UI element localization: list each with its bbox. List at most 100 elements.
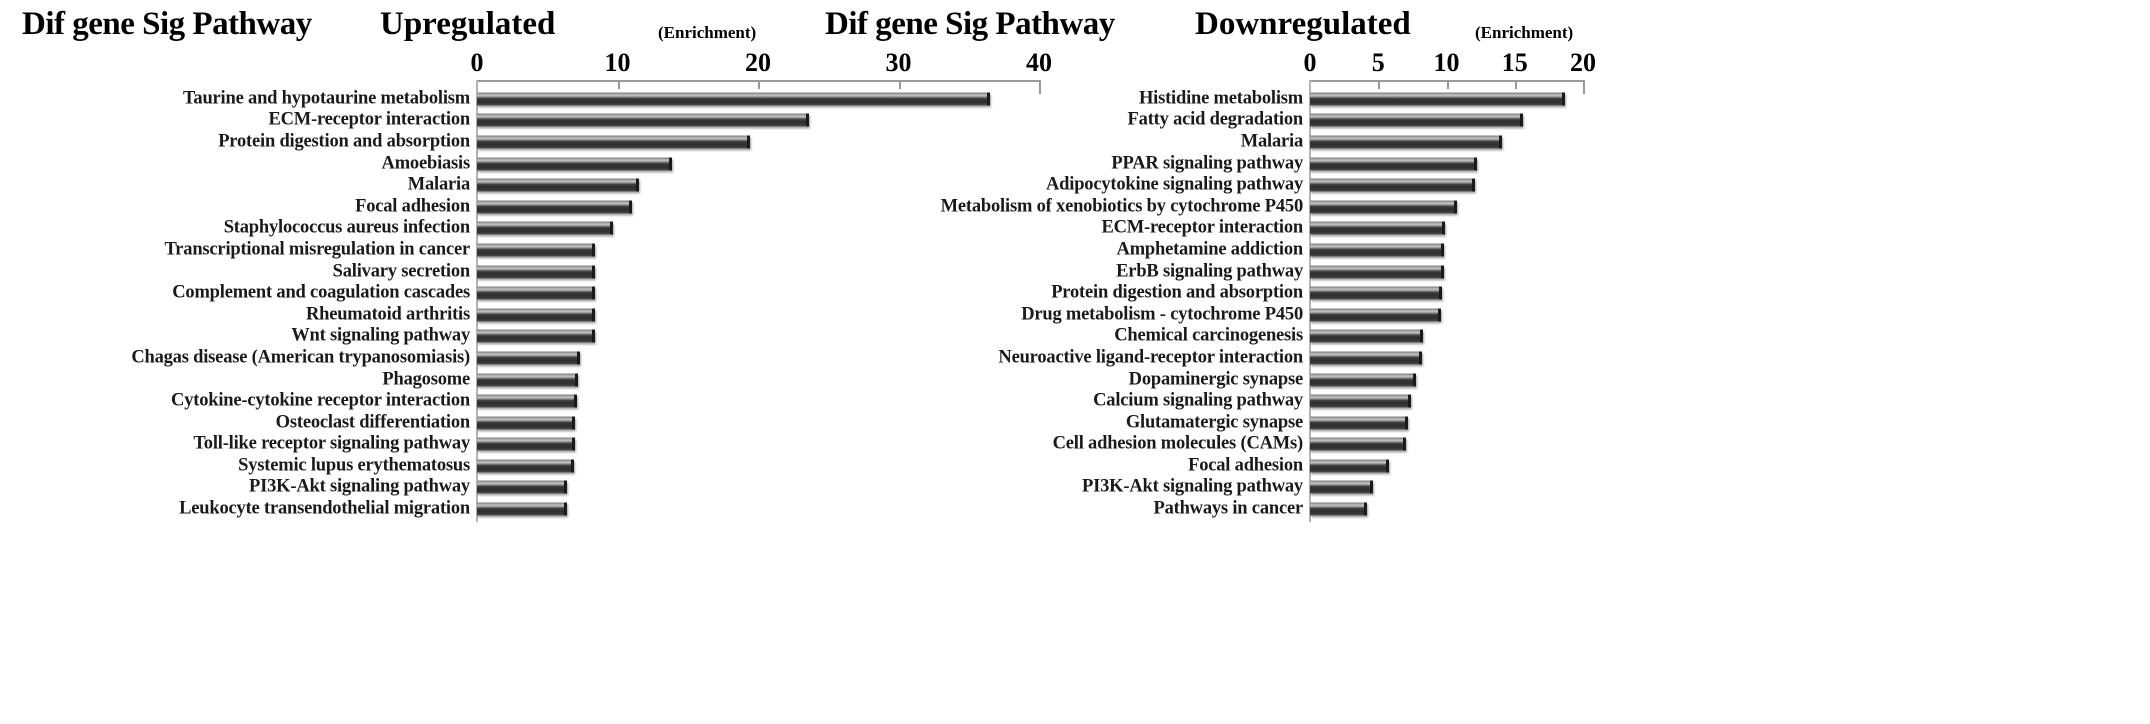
bar[interactable] (1310, 502, 1368, 516)
bar-row[interactable]: Pathways in cancer (1075, 498, 2150, 520)
bar-row[interactable]: ECM-receptor interaction (0, 110, 1075, 132)
bar-category-label: Dopaminergic synapse (1128, 369, 1304, 390)
bar[interactable] (477, 157, 673, 171)
bar-row[interactable]: Amphetamine addiction (1075, 239, 2150, 261)
bar[interactable] (1310, 286, 1443, 300)
bar-row[interactable]: Cytokine-cytokine receptor interaction (0, 390, 1075, 412)
left-xtick-3 (898, 80, 901, 89)
bar-row[interactable]: Phagosome (0, 369, 1075, 391)
bar[interactable] (1310, 265, 1444, 279)
right-y-axis-line (1309, 80, 1311, 522)
bar[interactable] (477, 502, 567, 516)
bar-row[interactable]: Malaria (1075, 131, 2150, 153)
bar[interactable] (477, 437, 576, 451)
bar[interactable] (1310, 243, 1444, 257)
bar-row[interactable]: Calcium signaling pathway (1075, 390, 2150, 412)
bar[interactable] (477, 92, 990, 106)
bar-category-label: Taurine and hypotaurine metabolism (182, 88, 470, 109)
bar-category-label: Salivary secretion (332, 261, 471, 282)
bar-row[interactable]: Dopaminergic synapse (1075, 369, 2150, 391)
bar[interactable] (477, 373, 579, 387)
bar[interactable] (1310, 113, 1523, 127)
bar[interactable] (1310, 394, 1411, 408)
bar[interactable] (477, 200, 632, 214)
bar[interactable] (477, 394, 577, 408)
right-xtick-label-1: 5 (1371, 48, 1385, 77)
bar-row[interactable]: Focal adhesion (0, 196, 1075, 218)
bar-row[interactable]: Drug metabolism - cytochrome P450 (1021, 304, 2150, 326)
bar-row[interactable]: ErbB signaling pathway (1075, 261, 2150, 283)
bar-row[interactable]: Wnt signaling pathway (0, 326, 1075, 348)
bar[interactable] (1310, 459, 1390, 473)
bar-row[interactable]: Focal adhesion (1075, 455, 2150, 477)
bar[interactable] (1310, 200, 1458, 214)
bar-row[interactable]: Chagas disease (American trypanosomiasis… (0, 347, 1075, 369)
bar[interactable] (1310, 373, 1417, 387)
bar-row[interactable]: Systemic lupus erythematosus (0, 455, 1075, 477)
bar-row[interactable]: Complement and coagulation cascades (0, 282, 1075, 304)
bar-row[interactable]: Transcriptional misregulation in cancer (0, 239, 1075, 261)
bar[interactable] (477, 243, 596, 257)
left-xtick-2 (758, 80, 760, 89)
bar-row[interactable]: Protein digestion and absorption (0, 131, 1075, 153)
bar-category-label: Leukocyte transendothelial migration (179, 498, 470, 519)
bar-category-label: PI3K-Akt signaling pathway (1082, 476, 1303, 497)
bar[interactable] (1310, 480, 1373, 494)
bar[interactable] (1310, 351, 1422, 365)
bar[interactable] (1310, 308, 1442, 322)
bar[interactable] (477, 480, 567, 494)
left-xtick-4 (1039, 80, 1041, 94)
bar[interactable] (477, 221, 614, 235)
bar-category-label: ECM-receptor interaction (1101, 217, 1303, 238)
bar-row[interactable]: Leukocyte transendothelial migration (0, 498, 1075, 520)
bar-row[interactable]: Cell adhesion molecules (CAMs) (1053, 434, 2150, 456)
bar-row[interactable]: Salivary secretion (0, 261, 1075, 283)
bar-row[interactable]: Glutamatergic synapse (1075, 412, 2150, 434)
bar-row[interactable]: Osteoclast differentiation (0, 412, 1075, 434)
bar-category-label: ErbB signaling pathway (1116, 261, 1303, 282)
bar[interactable] (477, 178, 639, 192)
bar[interactable] (1310, 437, 1406, 451)
bar[interactable] (477, 286, 596, 300)
bar[interactable] (477, 135, 750, 149)
bar[interactable] (477, 416, 576, 430)
right-title-sub: Downregulated (1195, 6, 1411, 42)
right-xtick-label-3: 15 (1501, 48, 1528, 77)
bar[interactable] (1310, 221, 1446, 235)
bar[interactable] (477, 265, 596, 279)
bar-row[interactable]: Metabolism of xenobiotics by cytochrome … (941, 196, 2150, 218)
bar-row[interactable]: Toll-like receptor signaling pathway (0, 434, 1075, 456)
bar-row[interactable]: PI3K-Akt signaling pathway (1075, 477, 2150, 499)
bar[interactable] (1310, 157, 1477, 171)
bar-row[interactable]: Amoebiasis (0, 153, 1075, 175)
bar-row[interactable]: ECM-receptor interaction (1075, 218, 2150, 240)
bar-row[interactable]: Adipocytokine signaling pathway (1046, 174, 2150, 196)
bar[interactable] (1310, 178, 1476, 192)
bar-row[interactable]: Histidine metabolism (1075, 88, 2150, 110)
bar[interactable] (1310, 135, 1503, 149)
bar-row[interactable]: Fatty acid degradation (1075, 110, 2150, 132)
bar[interactable] (1310, 92, 1566, 106)
left-title-sub: Upregulated (380, 6, 556, 42)
bar[interactable] (1310, 416, 1409, 430)
bar-row[interactable]: Taurine and hypotaurine metabolism (0, 88, 1075, 110)
bar-category-label: Chemical carcinogenesis (1114, 325, 1303, 346)
bar-row[interactable]: Malaria (0, 174, 1075, 196)
right-axis-caption: (Enrichment) (1475, 23, 1574, 42)
bar[interactable] (1310, 329, 1424, 343)
bar[interactable] (477, 113, 809, 127)
bar-row[interactable]: PI3K-Akt signaling pathway (0, 477, 1075, 499)
bar[interactable] (477, 308, 596, 322)
bar-row[interactable]: Staphylococcus aureus infection (0, 218, 1075, 240)
bar-row[interactable]: Neuroactive ligand-receptor interaction (998, 347, 2150, 369)
bar-row[interactable]: PPAR signaling pathway (1075, 153, 2150, 175)
bar[interactable] (477, 351, 580, 365)
bar-category-label: Malaria (1240, 131, 1304, 152)
bar-row[interactable]: Protein digestion and absorption (1051, 282, 2150, 304)
bar[interactable] (477, 329, 596, 343)
bar-row[interactable]: Rheumatoid arthritis (0, 304, 1075, 326)
bar-row[interactable]: Chemical carcinogenesis (1075, 326, 2150, 348)
bar[interactable] (477, 459, 574, 473)
